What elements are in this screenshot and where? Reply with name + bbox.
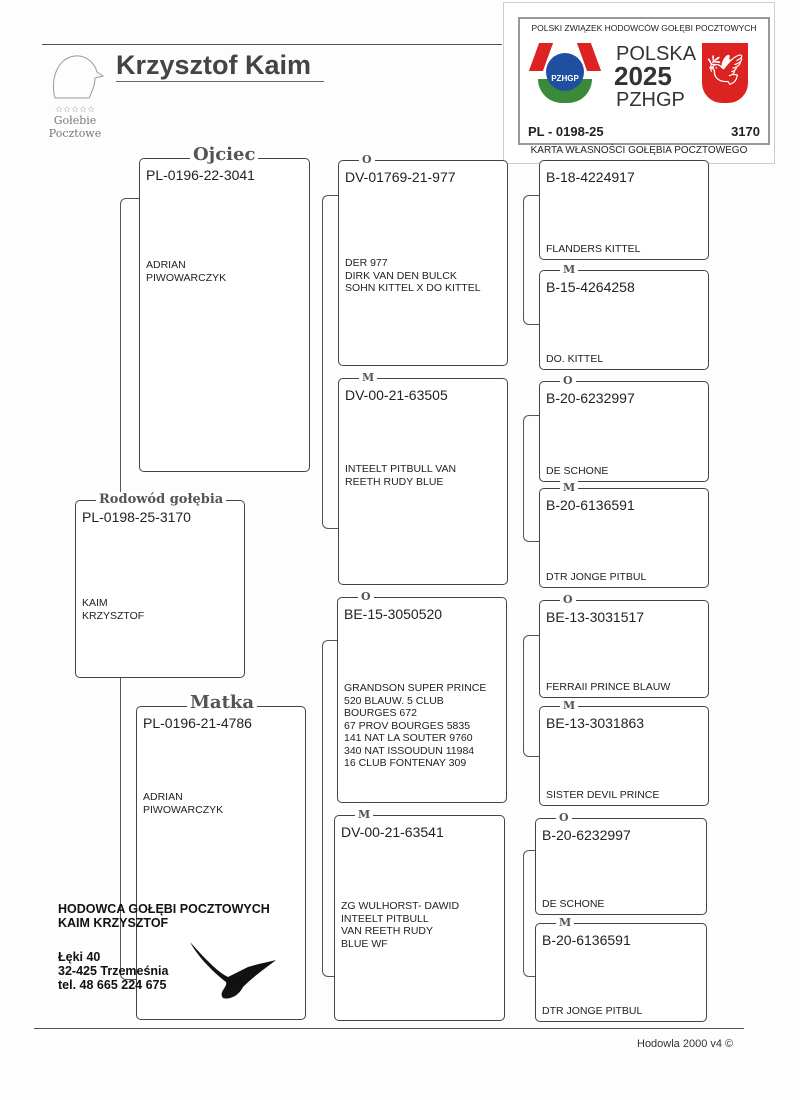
sex-label: O — [556, 810, 572, 826]
mother-bracket — [322, 640, 337, 977]
great-grandparent-box[interactable]: M B-15-4264258 DO. KITTEL — [539, 262, 709, 370]
sex-label: M — [556, 915, 575, 931]
bracket-g2-2 — [523, 415, 540, 542]
stamp-address1: Łęki 40 — [58, 950, 101, 964]
ring-number: BE-15-3050520 — [344, 606, 443, 622]
great-grandparent-box[interactable]: O B-20-6232997 DE SCHONE — [539, 373, 709, 482]
card-year: 2025 — [614, 61, 672, 91]
ring-number: B-18-4224917 — [546, 169, 635, 185]
ring-number: BE-13-3031863 — [546, 715, 645, 731]
breeder-title: Krzysztof Kaim — [116, 50, 324, 82]
bird-name: SISTER DEVIL PRINCE — [546, 788, 660, 801]
flying-pigeon-icon — [190, 942, 276, 999]
great-grandparent-box[interactable]: M BE-13-3031863 SISTER DEVIL PRINCE — [539, 698, 709, 806]
stamp-phone: tel. 48 665 224 675 — [58, 978, 167, 992]
bracket-g2-1 — [523, 195, 540, 325]
bracket-g2-3 — [523, 635, 540, 757]
software-credit: Hodowla 2000 v4 © — [637, 1038, 734, 1050]
bird-name: ZG WULHORST- DAWID INTEELT PITBULL VAN R… — [341, 900, 460, 950]
mother-ring: PL-0196-21-4786 — [143, 715, 252, 731]
ring-number: B-20-6136591 — [546, 497, 635, 513]
mother-name: ADRIAN PIWOWARCZYK — [143, 791, 224, 816]
logo-stars: ☆☆☆☆☆ — [54, 104, 96, 114]
logo: ☆☆☆☆☆ Gołebie Pocztowe — [40, 50, 110, 140]
father-name: ADRIAN PIWOWARCZYK — [146, 259, 227, 284]
ring-number: DV-01769-21-977 — [345, 169, 456, 185]
stamp-line2: KAIM KRZYSZTOF — [58, 916, 169, 930]
mother-label: Matka — [187, 694, 258, 712]
breeder-stamp: HODOWCA GOŁĘBI POCZTOWYCH KAIM KRZYSZTOF… — [58, 902, 298, 1022]
ring-number: B-15-4264258 — [546, 279, 635, 295]
ring-number: B-20-6232997 — [542, 827, 631, 843]
pigeon-head-icon — [52, 55, 105, 99]
bird-name: DTR JONGE PITBUL — [546, 570, 647, 583]
grandparent-box[interactable]: O BE-15-3050520 GRANDSON SUPER PRINCE 52… — [337, 589, 507, 803]
card-ring-prefix: PL - 0198-25 — [528, 124, 604, 139]
bird-name: DER 977 DIRK VAN DEN BULCK SOHN KITTEL X… — [345, 257, 481, 294]
bird-name: DE SCHONE — [546, 464, 609, 477]
pzhgp-emblem: PZHGP — [528, 43, 602, 103]
subject-box[interactable]: Rodowód gołębia PL-0198-25-3170 KAIM KRZ… — [75, 492, 245, 678]
card-polska: POLSKA — [616, 43, 697, 65]
bird-name: DO. KITTEL — [546, 352, 604, 365]
mother-box[interactable]: Matka PL-0196-21-4786 ADRIAN PIWOWARCZYK — [136, 694, 306, 1020]
bird-name: DE SCHONE — [542, 897, 605, 910]
sex-label: M — [560, 480, 579, 496]
card-ring-number: 3170 — [731, 124, 760, 139]
grandparent-box[interactable]: M DV-00-21-63505 INTEELT PITBULL VAN REE… — [338, 370, 508, 585]
father-label: Ojciec — [190, 146, 259, 164]
great-grandparent-box[interactable]: M B-20-6136591 DTR JONGE PITBUL — [539, 480, 709, 588]
sex-label: M — [560, 262, 579, 278]
sex-label: O — [560, 592, 576, 608]
logo-text: Gołebie Pocztowe — [48, 114, 102, 140]
stamp-line1: HODOWCA GOŁĘBI POCZTOWYCH — [58, 902, 270, 916]
father-box[interactable]: Ojciec PL-0196-22-3041 ADRIAN PIWOWARCZY… — [139, 146, 310, 472]
subject-ring: PL-0198-25-3170 — [82, 509, 191, 525]
bird-name: DTR JONGE PITBUL — [542, 1004, 643, 1017]
bird-name: INTEELT PITBULL VAN REETH RUDY BLUE — [345, 463, 457, 488]
sex-label: M — [355, 807, 374, 823]
bracket-g2-4 — [523, 850, 540, 977]
ownership-card: POLSKI ZWIĄZEK HODOWCÓW GOŁĘBI POCZTOWYC… — [503, 2, 775, 164]
polish-eagle-icon: 🕊 — [702, 43, 748, 103]
card-org: POLSKI ZWIĄZEK HODOWCÓW GOŁĘBI POCZTOWYC… — [531, 23, 757, 33]
sex-label: O — [560, 373, 576, 389]
subject-label: Rodowód gołębia — [96, 492, 227, 508]
great-grandparent-box[interactable]: B-18-4224917 FLANDERS KITTEL — [539, 160, 709, 260]
ring-number: BE-13-3031517 — [546, 609, 645, 625]
grandparent-box[interactable]: O DV-01769-21-977 DER 977 DIRK VAN DEN B… — [338, 152, 508, 366]
father-bracket — [322, 195, 339, 529]
grandparent-box[interactable]: M DV-00-21-63541 ZG WULHORST- DAWID INTE… — [334, 807, 505, 1021]
ring-number: DV-00-21-63541 — [341, 824, 444, 840]
bird-name: FERRAII PRINCE BLAUW — [546, 680, 671, 693]
sex-label: M — [359, 370, 378, 386]
ring-number: DV-00-21-63505 — [345, 387, 448, 403]
card-pzhgp: PZHGP — [616, 89, 685, 111]
sex-label: O — [358, 589, 374, 605]
great-grandparent-box[interactable]: O BE-13-3031517 FERRAII PRINCE BLAUW — [539, 592, 709, 698]
great-grandparent-box[interactable]: O B-20-6232997 DE SCHONE — [535, 810, 707, 915]
father-ring: PL-0196-22-3041 — [146, 167, 255, 183]
bottom-rule — [34, 1028, 744, 1029]
ring-number: B-20-6136591 — [542, 932, 631, 948]
subject-name: KAIM KRZYSZTOF — [82, 597, 145, 622]
bird-name: GRANDSON SUPER PRINCE 520 BLAUW. 5 CLUB … — [344, 682, 487, 769]
pzhgp-badge: PZHGP — [546, 53, 584, 91]
ring-number: B-20-6232997 — [546, 390, 635, 406]
bird-name: FLANDERS KITTEL — [546, 242, 641, 255]
top-rule — [42, 44, 502, 45]
sex-label: O — [359, 152, 375, 168]
great-grandparent-box[interactable]: M B-20-6136591 DTR JONGE PITBUL — [535, 915, 707, 1022]
sex-label: M — [560, 698, 579, 714]
stamp-address2: 32-425 Trzemeśnia — [58, 964, 169, 978]
card-footer: KARTA WŁASNOŚCI GOŁĘBIA POCZTOWEGO — [530, 145, 748, 156]
